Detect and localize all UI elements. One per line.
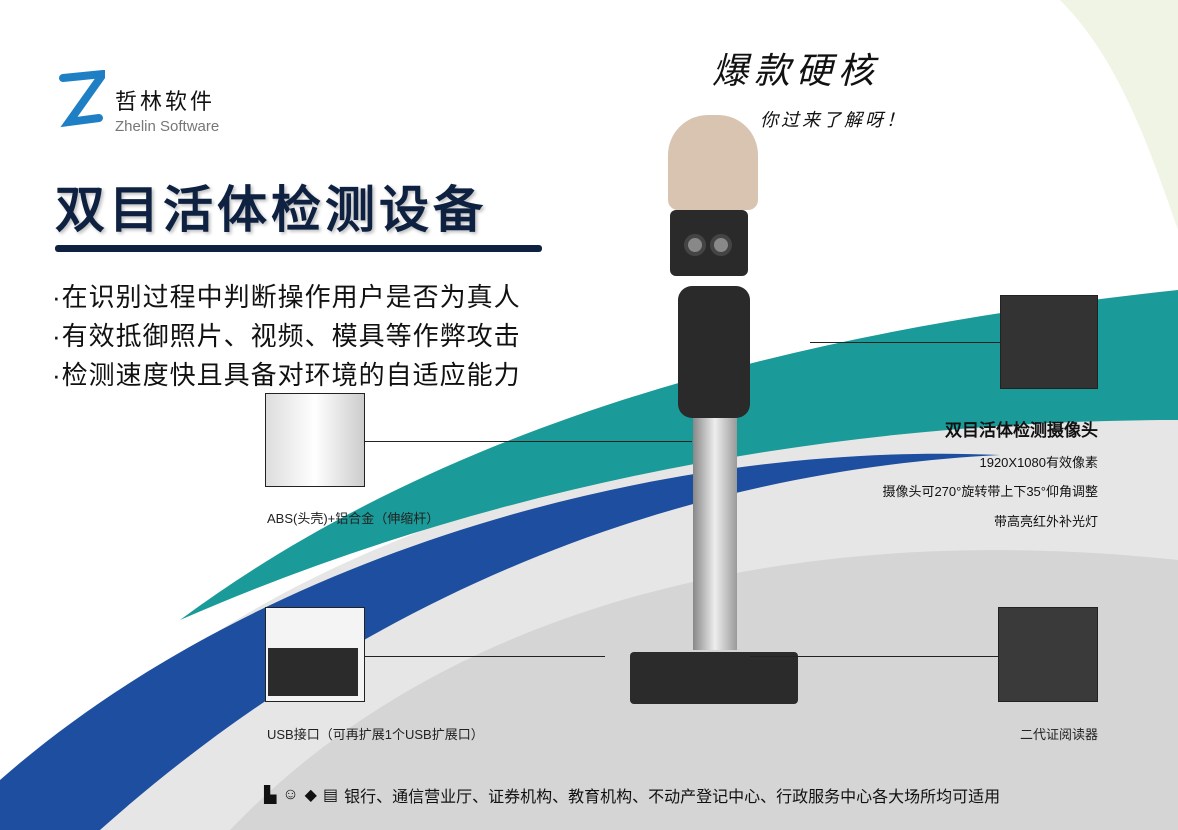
promo-headline: 爆款硬核	[712, 51, 881, 92]
page-title: 双目活体检测设备	[55, 182, 487, 238]
reader-detail-image	[998, 607, 1098, 702]
feature-item: ·在识别过程中判断操作用户是否为真人	[52, 282, 521, 312]
feature-item: ·有效抵御照片、视频、模具等作弊攻击	[52, 321, 521, 351]
graduation-cap-icon: ◆	[304, 787, 317, 804]
reader-caption: 二代证阅读器	[1019, 727, 1098, 742]
logo-mark-icon	[59, 69, 112, 128]
logo-en: Zhelin Software	[115, 118, 220, 135]
camera-detail-image	[1000, 295, 1098, 389]
usb-caption: USB接口（可再扩展1个USB扩展口）	[267, 727, 484, 742]
camera-spec: 1920X1080有效像素	[979, 455, 1098, 470]
feature-item: ·检测速度快且具备对环境的自适应能力	[52, 360, 521, 390]
camera-spec: 带高亮红外补光灯	[993, 514, 1098, 529]
pole-detail-image	[265, 393, 365, 487]
office-icon: ▤	[322, 787, 339, 804]
camera-spec: 摄像头可270°旋转带上下35°仰角调整	[882, 484, 1098, 499]
device-pole	[693, 418, 737, 650]
camera-title: 双目活体检测摄像头	[945, 421, 1098, 440]
promo-sub: 你过来了解呀！	[760, 110, 907, 130]
footer: ▙ ☺ ◆ ▤ 银行、通信营业厅、证券机构、教育机构、不动产登记中心、行政服务中…	[264, 783, 1000, 807]
building-icon: ▙	[264, 787, 277, 804]
title-underline	[55, 245, 542, 252]
camera-head	[670, 210, 748, 276]
device-base	[630, 652, 798, 704]
mascot-figure	[668, 115, 758, 210]
device-panel	[678, 286, 750, 418]
pole-caption: ABS(头壳)+铝合金（伸缩杆）	[267, 511, 440, 526]
logo-cn: 哲林软件	[115, 90, 216, 115]
usb-detail-image	[265, 607, 365, 702]
police-icon: ☺	[282, 786, 299, 803]
footer-text: 银行、通信营业厅、证券机构、教育机构、不动产登记中心、行政服务中心各大场所均可适…	[344, 789, 1001, 806]
logo: 哲林软件 Zhelin Software	[55, 69, 219, 135]
